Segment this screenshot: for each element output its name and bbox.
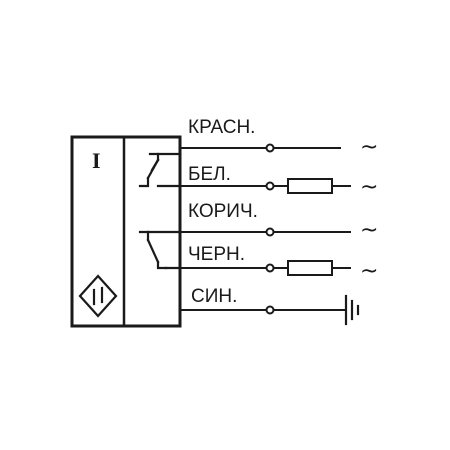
switch-contact-upper-icon <box>138 152 160 188</box>
wire-5-label: СИН. <box>191 286 238 307</box>
ground-icon <box>344 294 360 326</box>
wire-2-label: БЕЛ. <box>188 164 231 185</box>
load-resistor-1-icon <box>287 178 333 194</box>
terminal-5-dot <box>265 305 275 315</box>
wire-1-label: КРАСН. <box>188 117 256 138</box>
terminal-3-dot <box>265 227 275 237</box>
wire-3-label: КОРИЧ. <box>188 201 258 222</box>
inductive-sensor-icon <box>78 274 118 318</box>
ac-terminal-4-symbol: ~ <box>360 259 379 284</box>
switch-contact-lower-icon <box>138 230 168 270</box>
ac-terminal-3-symbol: ~ <box>360 218 379 243</box>
wire-4-label: ЧЕРН. <box>188 244 246 265</box>
terminal-4-dot <box>265 263 275 273</box>
ac-terminal-2-symbol: ~ <box>360 175 379 200</box>
load-resistor-2-icon <box>287 260 333 276</box>
terminal-1-dot <box>265 143 275 153</box>
terminal-2-dot <box>265 181 275 191</box>
ac-terminal-1-symbol: ~ <box>360 135 379 160</box>
sensor-type-symbol: I <box>92 148 101 173</box>
